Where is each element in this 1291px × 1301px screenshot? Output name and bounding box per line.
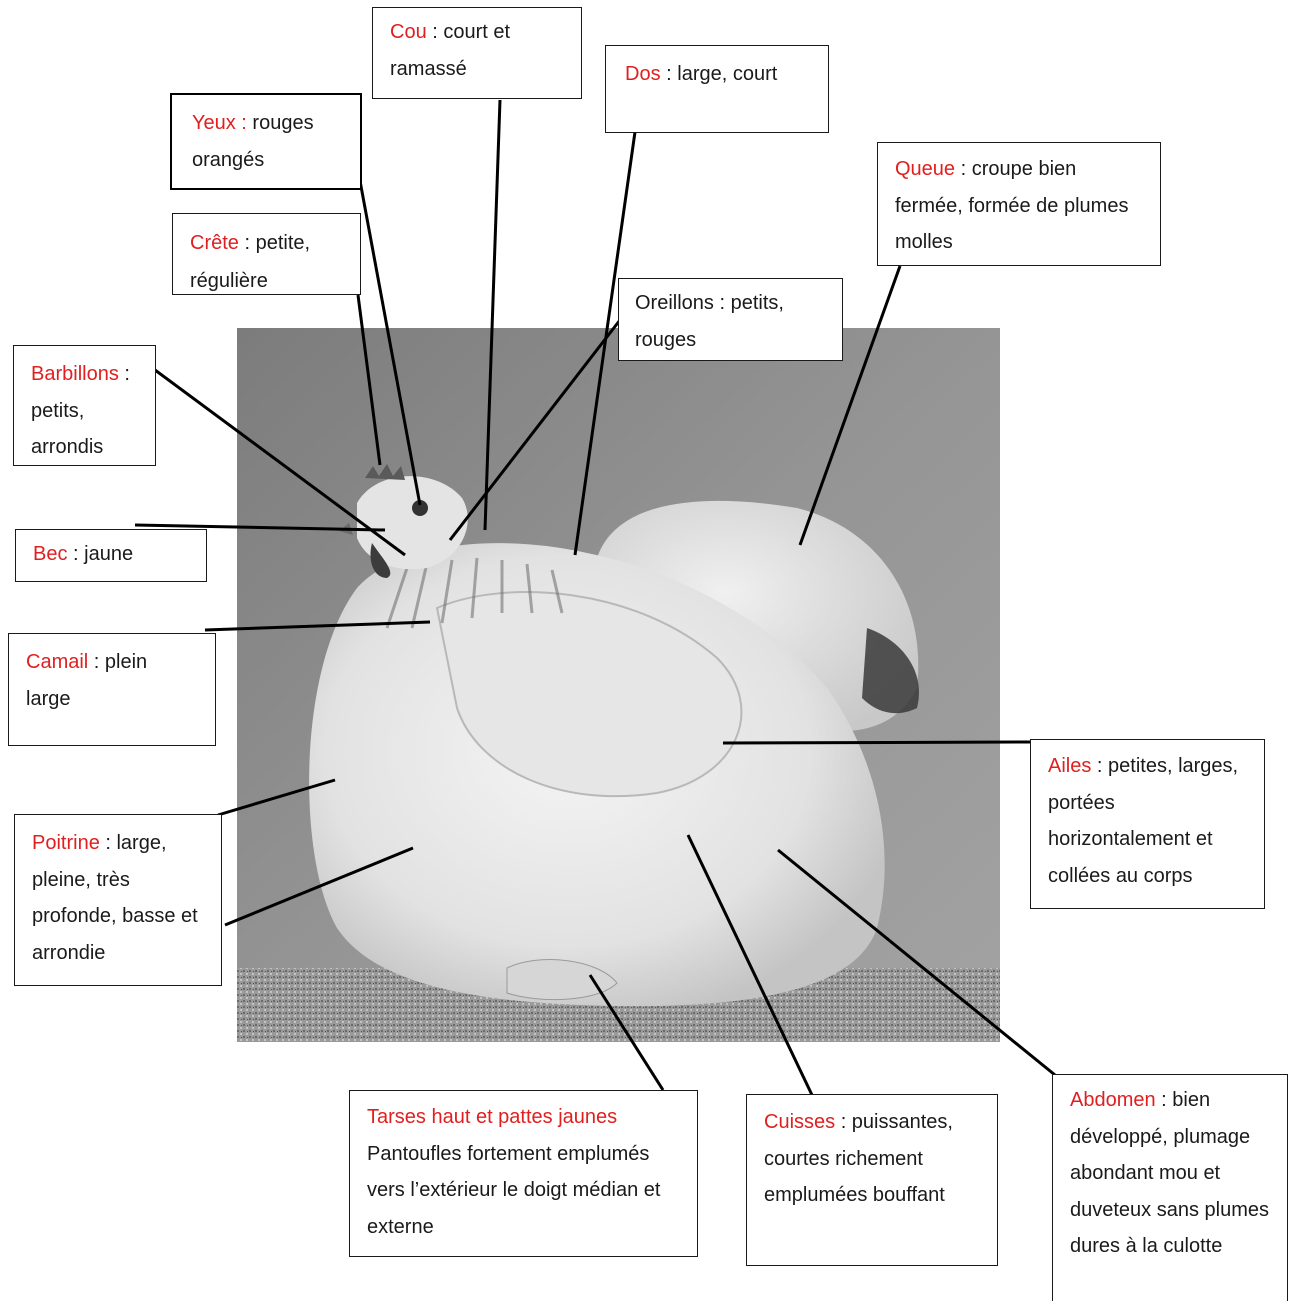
leader-cuisses	[686, 834, 814, 1096]
leader-queue	[798, 265, 902, 546]
label-queue: Queue : croupe bien fermée, formée de pl…	[877, 142, 1161, 266]
label-term: Abdomen	[1070, 1089, 1156, 1111]
label-term: Ailes	[1048, 755, 1092, 777]
leader-crete	[356, 294, 382, 466]
leader-yeux	[356, 169, 422, 506]
label-desc: : puissantes, courtes richement emplumée…	[764, 1111, 953, 1206]
label-desc: : croupe bien fermée, formée de plumes m…	[895, 158, 1129, 253]
label-desc: Pantoufles fortement emplumés vers l’ext…	[367, 1142, 661, 1238]
label-term: Dos	[625, 63, 661, 85]
label-term: Crête	[190, 232, 239, 254]
label-term: Tarses haut et pattes jaunes	[367, 1106, 618, 1128]
label-bec: Bec : jaune	[15, 529, 207, 582]
label-term: Queue	[895, 158, 956, 180]
label-desc: : large, court	[660, 63, 778, 85]
label-desc: : petite, régulière	[190, 232, 311, 292]
hen-photo	[237, 328, 1000, 1042]
label-cou: Cou : court et ramassé	[372, 7, 582, 99]
label-barbillons: Barbillons : petits, arrondis	[13, 345, 156, 466]
label-poitrine: Poitrine : large, pleine, très profonde,…	[14, 814, 222, 986]
label-desc: : large, pleine, très profonde, basse et…	[32, 832, 198, 964]
label-tarses: Tarses haut et pattes jaunes Pantoufles …	[349, 1090, 698, 1257]
label-oreillons: Oreillons : petits, rouges	[618, 278, 843, 361]
label-desc: : court et ramassé	[390, 21, 511, 80]
label-abdomen: Abdomen : bien développé, plumage abonda…	[1052, 1074, 1288, 1301]
leader-poitrine-1	[217, 778, 336, 817]
leader-ailes	[722, 740, 1031, 745]
leader-tarses	[588, 974, 665, 1091]
label-term: Poitrine	[32, 832, 100, 854]
hen-illustration	[237, 328, 1000, 1042]
label-crete: Crête : petite, régulière	[172, 213, 361, 295]
label-camail: Camail : plein large	[8, 633, 216, 746]
label-desc: : bien développé, plumage abondant mou e…	[1070, 1089, 1270, 1257]
label-desc: Oreillons : petits, rouges	[635, 292, 784, 351]
label-desc: : petites, larges, portées horizontaleme…	[1048, 755, 1239, 887]
leader-barbillons	[154, 368, 406, 557]
leader-cou	[483, 99, 502, 531]
label-desc: rouges orangés	[192, 112, 314, 171]
label-term: Barbillons	[31, 363, 119, 385]
label-cuisses: Cuisses : puissantes, courtes richement …	[746, 1094, 998, 1266]
leader-poitrine-2	[224, 846, 414, 927]
label-desc: : jaune	[67, 543, 134, 565]
label-dos: Dos : large, court	[605, 45, 829, 133]
leader-bec	[134, 523, 386, 532]
label-term: Cuisses	[764, 1111, 836, 1133]
label-term: Yeux :	[192, 112, 247, 134]
leader-dos	[573, 131, 637, 556]
label-ailes: Ailes : petites, larges, portées horizon…	[1030, 739, 1265, 909]
label-desc: : plein large	[26, 651, 148, 710]
label-term: Bec	[33, 543, 68, 565]
leader-camail	[204, 620, 431, 632]
label-term: Camail	[26, 651, 89, 673]
label-term: Cou	[390, 21, 427, 43]
leader-oreillons	[448, 319, 622, 541]
label-yeux: Yeux : rouges orangés	[170, 93, 362, 190]
label-desc: : petits, arrondis	[31, 363, 130, 458]
leader-abdomen	[777, 848, 1056, 1077]
